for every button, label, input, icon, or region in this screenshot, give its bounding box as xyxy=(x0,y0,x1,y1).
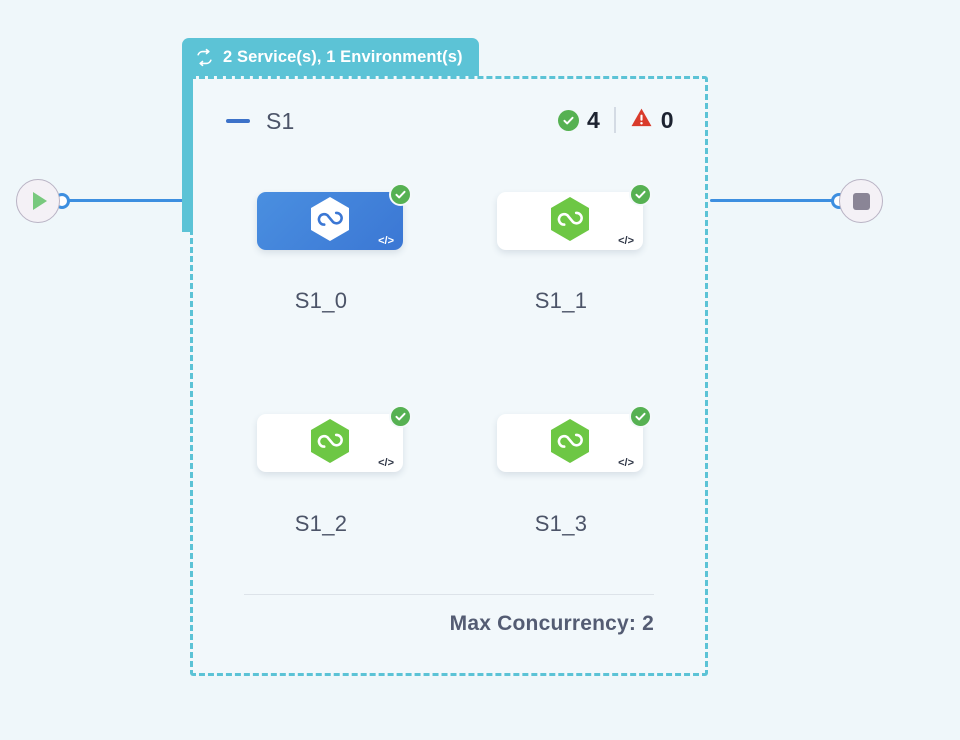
node-label-s1-3: S1_3 xyxy=(534,511,588,536)
node-card[interactable] xyxy=(257,192,403,250)
node-card[interactable] xyxy=(497,414,643,472)
check-circle-icon xyxy=(558,109,579,131)
service-node-s1-2[interactable]: </> xyxy=(257,405,412,472)
play-icon xyxy=(33,192,47,210)
hexagon-loop-icon xyxy=(549,418,591,469)
minus-icon[interactable] xyxy=(226,119,250,123)
group-header[interactable]: 2 Service(s), 1 Environment(s) xyxy=(182,38,479,76)
loop-refresh-icon xyxy=(195,48,214,67)
node-status-ok-icon xyxy=(389,405,412,428)
status-warning: 0 xyxy=(630,106,674,134)
status-divider xyxy=(613,107,616,133)
hexagon-loop-icon xyxy=(549,196,591,247)
hexagon-loop-icon xyxy=(309,418,351,469)
max-concurrency-label: Max Concurrency: 2 xyxy=(449,612,654,635)
edge-start-to-group xyxy=(62,199,190,202)
warning-count: 0 xyxy=(660,106,674,133)
end-node[interactable] xyxy=(839,179,883,223)
node-card[interactable] xyxy=(257,414,403,472)
group-left-rail xyxy=(182,74,193,232)
node-card[interactable] xyxy=(497,192,643,250)
footer-divider xyxy=(244,594,654,595)
node-status-ok-icon xyxy=(389,183,412,206)
code-icon[interactable]: </> xyxy=(378,457,394,469)
code-icon[interactable]: </> xyxy=(618,457,634,469)
node-status-ok-icon xyxy=(629,183,652,206)
edge-group-to-end xyxy=(710,199,840,202)
node-label-s1-0: S1_0 xyxy=(294,288,348,313)
success-count: 4 xyxy=(587,106,600,133)
hexagon-loop-icon xyxy=(309,196,351,247)
code-icon[interactable]: </> xyxy=(378,235,394,247)
service-node-s1-0[interactable]: </> xyxy=(257,183,412,250)
status-success: 4 xyxy=(558,106,600,133)
node-label-s1-1: S1_1 xyxy=(534,288,588,313)
group-body xyxy=(190,76,708,676)
code-icon[interactable]: </> xyxy=(618,235,634,247)
start-node[interactable] xyxy=(16,179,60,223)
warning-triangle-icon xyxy=(630,106,653,134)
group-header-title: 2 Service(s), 1 Environment(s) xyxy=(223,47,463,66)
stop-icon xyxy=(852,192,870,210)
node-label-s1-2: S1_2 xyxy=(294,511,348,536)
subgroup-name: S1 xyxy=(266,107,295,134)
service-node-s1-1[interactable]: </> xyxy=(497,183,652,250)
status-summary: 4 0 xyxy=(558,106,674,134)
subgroup-header[interactable]: S1 xyxy=(226,104,750,138)
node-status-ok-icon xyxy=(629,405,652,428)
service-node-s1-3[interactable]: </> xyxy=(497,405,652,472)
